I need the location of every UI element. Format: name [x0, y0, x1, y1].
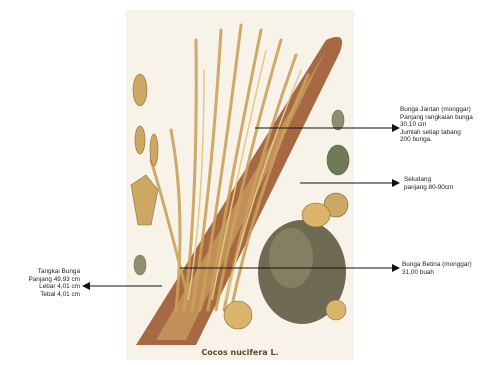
female-flower-line: 31,00 buah — [402, 269, 472, 277]
female-flower-line: Bunga Betina (monggar) — [402, 261, 472, 269]
stalk-line: Tebal 4,01 cm — [6, 291, 80, 299]
annotation-male-flower: Bunga Jantan (monggar) Panjang rangkaian… — [400, 106, 473, 144]
stalk-line: Panjang 49,93 cm — [6, 276, 80, 284]
stalk-line: Lebar 4,01 cm — [6, 283, 80, 291]
male-flower-line: 30,10 cm — [400, 121, 473, 129]
stalk-line: Tangkai Bunga — [6, 268, 80, 276]
annotation-female-flower: Bunga Betina (monggar) 31,00 buah — [402, 261, 472, 276]
male-flower-line: Bunga Jantan (monggar) — [400, 106, 473, 114]
male-flower-line: Panjang rangkaian bunga — [400, 114, 473, 122]
annotation-spathe: Seludang panjang 80-90cm — [404, 176, 453, 191]
spathe-line: Seludang — [404, 176, 453, 184]
spathe-line: panjang 80-90cm — [404, 184, 453, 192]
annotation-stalk: Tangkai Bunga Panjang 49,93 cm Lebar 4,0… — [6, 268, 80, 298]
male-flower-line: Jumlah setiap tabang — [400, 129, 473, 137]
male-flower-line: 200 bunga. — [400, 136, 473, 144]
